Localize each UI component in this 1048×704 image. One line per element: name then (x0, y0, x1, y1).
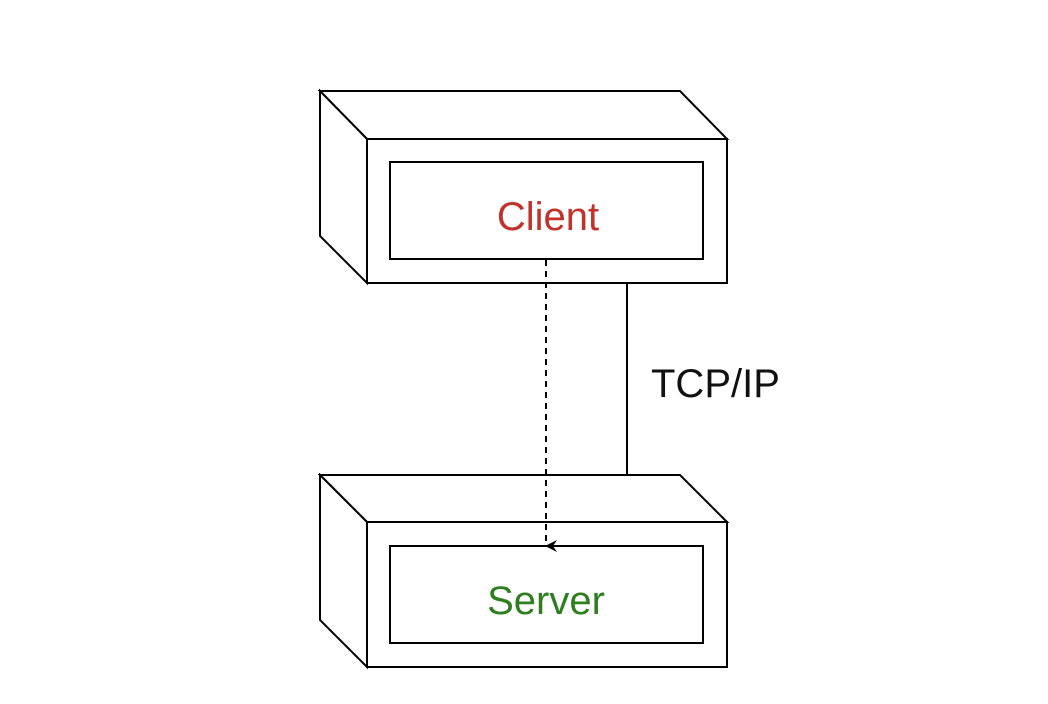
client-node-top-face (317, 90, 730, 140)
client-label: Client (497, 195, 599, 239)
client-component[interactable] (389, 161, 704, 260)
client-node[interactable]: Client (317, 88, 730, 286)
server-label: Server (487, 579, 605, 623)
server-node-top-face (317, 474, 730, 523)
server-component[interactable] (389, 545, 704, 644)
connection-label: TCP/IP (651, 362, 780, 406)
server-node[interactable]: Server (317, 472, 730, 670)
